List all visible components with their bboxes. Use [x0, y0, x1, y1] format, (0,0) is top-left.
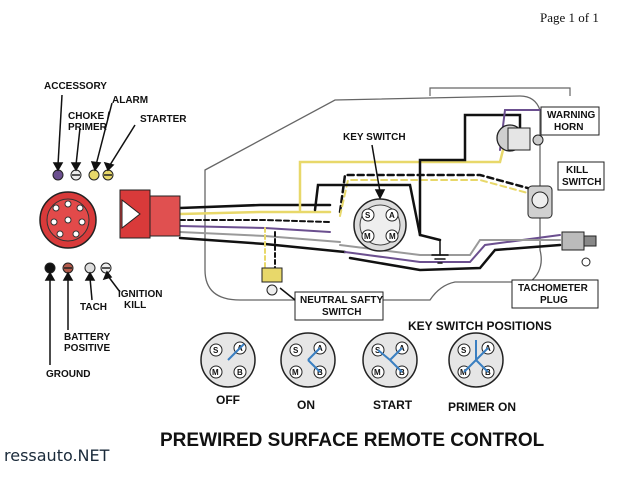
label-warning-horn: WARNING	[547, 110, 596, 121]
tachometer-plug	[561, 231, 597, 267]
label-battery-positive: BATTERY	[64, 332, 110, 343]
plug-label-leaders	[44, 94, 136, 365]
key-switch-leader	[371, 144, 386, 200]
svg-text:M: M	[364, 232, 371, 241]
label-position-on: ON	[297, 398, 315, 412]
svg-text:S: S	[293, 346, 299, 355]
diagram-title: PREWIRED SURFACE REMOTE CONTROL	[160, 430, 545, 451]
key-position-primer-on: S A M B	[448, 332, 504, 388]
svg-text:M: M	[460, 368, 467, 377]
svg-text:M: M	[389, 232, 396, 241]
label-position-start: START	[373, 398, 413, 412]
kill-switch	[527, 185, 553, 219]
main-plug	[119, 189, 181, 239]
control-box-top-rail	[429, 87, 571, 96]
kill-switch-label-box	[557, 161, 605, 191]
label-neutral-switch: NEUTRAL SAFTY	[300, 295, 383, 306]
label-ground: GROUND	[46, 369, 90, 380]
label-starter: STARTER	[140, 114, 187, 125]
svg-text:A: A	[389, 211, 395, 220]
label-choke-primer-2: PRIMER	[68, 122, 108, 133]
label-ignition-kill-2: KILL	[124, 300, 146, 311]
svg-text:S: S	[213, 346, 219, 355]
key-switch-body: S A M M	[353, 198, 407, 252]
label-kill-switch-2: SWITCH	[562, 177, 601, 188]
svg-text:S: S	[461, 346, 467, 355]
svg-text:B: B	[399, 368, 405, 377]
label-choke-primer: CHOKE /	[68, 111, 110, 122]
label-key-switch: KEY SWITCH	[343, 132, 406, 143]
svg-text:S: S	[365, 211, 371, 220]
key-position-off: S A M B	[200, 332, 256, 388]
svg-text:B: B	[485, 368, 491, 377]
key-position-on: S A M B	[280, 332, 336, 388]
label-battery-positive-2: POSITIVE	[64, 343, 110, 354]
svg-text:B: B	[317, 368, 323, 377]
label-neutral-switch-2: SWITCH	[322, 307, 361, 318]
svg-text:M: M	[212, 368, 219, 377]
label-alarm: ALARM	[112, 95, 148, 106]
label-kill-switch: KILL	[566, 165, 588, 176]
plug-face	[39, 191, 97, 249]
control-box-outline	[204, 95, 542, 301]
neutral-safety-switch	[261, 267, 283, 296]
label-tachometer-plug: TACHOMETER	[518, 283, 589, 294]
label-warning-horn-2: HORN	[554, 122, 583, 133]
key-position-start: S A M B	[362, 332, 418, 388]
wire-harness	[178, 109, 562, 272]
tachometer-plug-label-box	[511, 279, 599, 309]
label-key-switch-positions: KEY SWITCH POSITIONS	[408, 319, 552, 333]
neutral-switch-leader	[279, 287, 296, 301]
label-accessory: ACCESSORY	[44, 81, 107, 92]
svg-text:M: M	[292, 368, 299, 377]
label-ignition-kill: IGNITION	[118, 289, 162, 300]
label-position-primer-on: PRIMER ON	[448, 400, 516, 414]
label-position-off: OFF	[216, 393, 240, 407]
svg-text:M: M	[374, 368, 381, 377]
label-tach: TACH	[80, 302, 107, 313]
svg-text:B: B	[237, 368, 243, 377]
page-indicator: Page 1 of 1	[540, 10, 599, 25]
warning-horn	[496, 124, 544, 152]
warning-horn-label-box	[540, 106, 600, 136]
watermark: ressauto.NET	[4, 446, 110, 465]
neutral-switch-label-box	[294, 291, 384, 321]
label-tachometer-plug-2: PLUG	[540, 295, 568, 306]
